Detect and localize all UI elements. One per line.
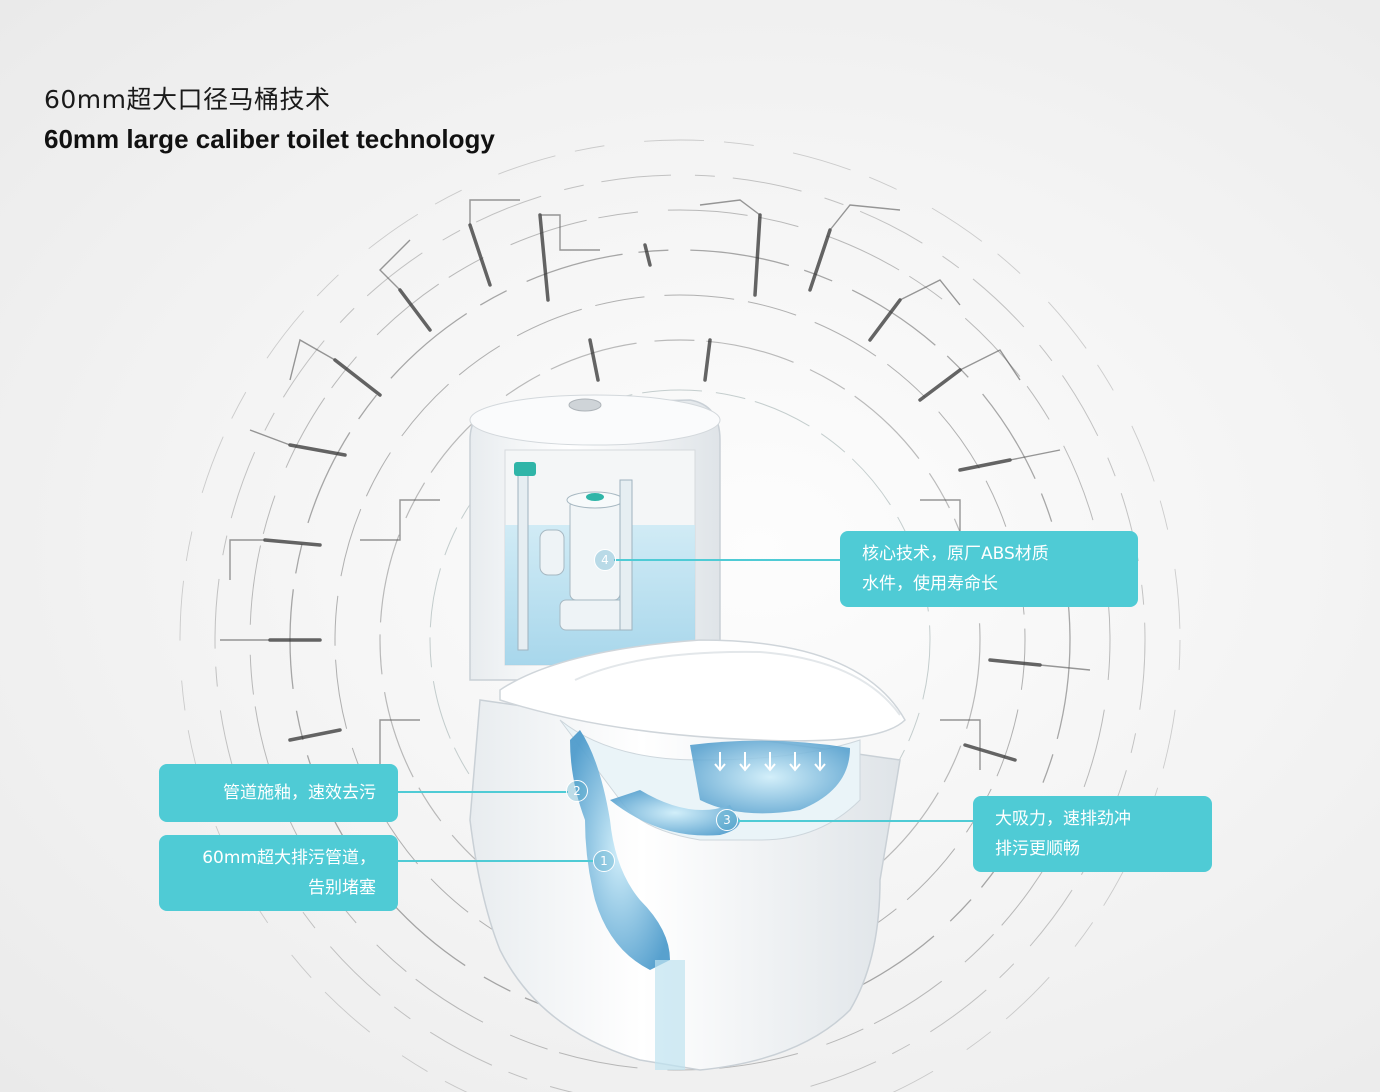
callout-text: 排污更顺畅 — [995, 839, 1080, 859]
callout-text: 水件，使用寿命长 — [862, 574, 998, 594]
marker-1: 1 — [593, 850, 615, 872]
leader-line-4 — [614, 559, 840, 561]
page-title-cn: 60mm超大口径马桶技术 — [44, 85, 331, 114]
bowl-water — [690, 740, 850, 814]
circuit-traces — [220, 199, 1091, 770]
flush-button — [568, 398, 602, 412]
leader-line-3 — [738, 820, 974, 822]
callout-large-drain: 60mm超大排污管道， 告别堵塞 — [159, 835, 398, 911]
callout-water-fittings: 核心技术，原厂ABS材质 水件，使用寿命长 — [840, 531, 1138, 607]
trapway — [570, 730, 670, 970]
callout-text: 告别堵塞 — [308, 878, 376, 898]
callout-text: 核心技术，原厂ABS材质 — [862, 544, 1049, 564]
marker-2: 2 — [566, 780, 588, 802]
callout-text: 60mm超大排污管道， — [202, 848, 376, 868]
marker-4: 4 — [594, 549, 616, 571]
marker-3: 3 — [716, 809, 738, 831]
callout-text: 管道施釉，速效去污 — [223, 783, 376, 803]
jet-arrows — [714, 752, 826, 772]
leader-line-2 — [398, 791, 568, 793]
leader-line-1 — [398, 860, 594, 862]
page-title-en: 60mm large caliber toilet technology — [44, 124, 495, 154]
tank-lid — [469, 394, 721, 446]
drain-pipe — [655, 960, 685, 1070]
callout-glazed-pipe: 管道施釉，速效去污 — [159, 764, 398, 822]
callout-strong-suction: 大吸力，速排劲冲 排污更顺畅 — [973, 796, 1212, 872]
callout-text: 大吸力，速排劲冲 — [995, 809, 1131, 829]
toilet-lid — [499, 639, 906, 742]
